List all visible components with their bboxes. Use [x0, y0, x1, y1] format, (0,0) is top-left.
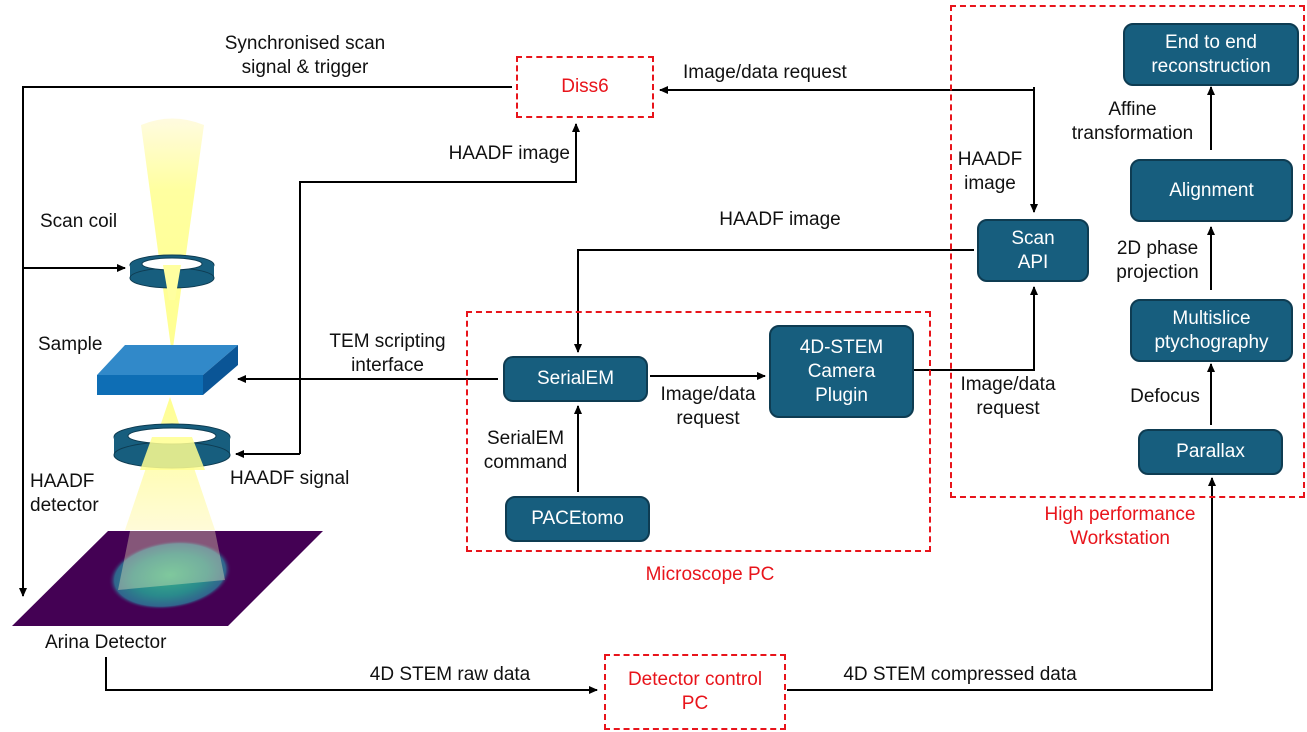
haadf-signal-label: HAADF signal [230, 468, 350, 489]
haadf-image-mid-label: HAADF image [719, 209, 841, 230]
raw-data-line [105, 657, 598, 694]
camera-plugin-box: 4D-STEM Camera Plugin [769, 325, 914, 418]
haadf-image-top-label: HAADF image [448, 143, 570, 164]
workstation-label: High performance Workstation [1044, 504, 1196, 549]
pacetomo-box: PACEtomo [505, 496, 650, 542]
sample-label: Sample [38, 334, 103, 355]
scan-coil-label: Scan coil [40, 211, 118, 232]
diss6-group [516, 56, 654, 118]
sync-scan-line [19, 86, 512, 597]
plugin-to-scan-api [914, 286, 1038, 371]
diss6-label: Diss6 [561, 76, 609, 97]
serialem-command-label: SerialEM command [483, 428, 568, 473]
haadf-image-to-serialem [574, 249, 974, 353]
image-request-top-label: Image/data request [683, 62, 847, 83]
image-request-right-label: Image/data request [960, 374, 1056, 419]
haadf-detector-label: HAADF detector [30, 471, 99, 516]
sync-scan-label: Synchronised scan signal & trigger [224, 33, 386, 78]
haadf-image-vertical-label: HAADF image [957, 149, 1023, 194]
haadf-image-to-diss6 [299, 123, 580, 454]
affine-label: Affine transformation [1071, 99, 1194, 144]
raw-data-label: 4D STEM raw data [369, 664, 531, 685]
detector-pc-label: Detector control PC [627, 669, 763, 714]
sample-icon [97, 345, 238, 395]
compressed-data-line [787, 477, 1216, 691]
workstation-group [950, 5, 1305, 498]
end-to-end-box: End to end reconstruction [1123, 23, 1299, 86]
multislice-box: Multislice ptychography [1130, 299, 1293, 362]
alignment-box: Alignment [1130, 159, 1293, 222]
arina-detector-icon [12, 531, 323, 626]
compressed-data-label: 4D STEM compressed data [843, 664, 1077, 685]
parallax-box: Parallax [1138, 429, 1283, 475]
image-request-mid-label: Image/data request [660, 384, 756, 429]
scan-api-box: Scan API [977, 219, 1089, 282]
serialem-box: SerialEM [503, 356, 648, 402]
microscope-pc-group [466, 311, 931, 552]
tem-scripting-label: TEM scripting interface [329, 331, 446, 376]
microscope-pc-label: Microscope PC [645, 564, 775, 585]
defocus-label: Defocus [1130, 386, 1200, 407]
phase-projection-label: 2D phase projection [1116, 238, 1199, 283]
detector-pc-group [604, 654, 786, 730]
electron-beam-upper [141, 118, 204, 355]
arina-detector-label: Arina Detector [45, 632, 167, 653]
